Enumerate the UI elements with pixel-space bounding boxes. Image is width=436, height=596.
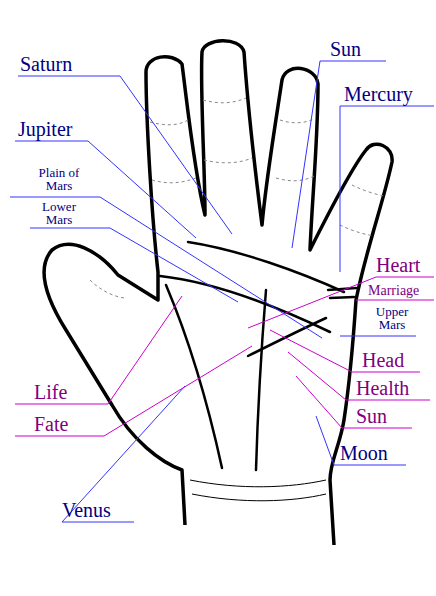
line-leaders bbox=[15, 277, 434, 436]
part-label: Lower Mars bbox=[30, 200, 88, 226]
part-label: Heart bbox=[376, 255, 420, 275]
wrist-lines bbox=[190, 480, 326, 501]
palm-lines bbox=[160, 242, 356, 470]
part-label: Fate bbox=[34, 414, 68, 434]
part-label: Plain of Mars bbox=[30, 166, 88, 192]
part-label: Marriage bbox=[368, 284, 419, 298]
part-label: Venus bbox=[62, 500, 111, 520]
part-label: Head bbox=[362, 350, 404, 370]
part-label: Jupiter bbox=[18, 119, 72, 139]
part-label: Sun bbox=[330, 39, 361, 59]
part-label: Upper Mars bbox=[366, 305, 418, 331]
part-label: Moon bbox=[340, 443, 388, 463]
part-label: Sun bbox=[356, 406, 387, 426]
part-label: Mercury bbox=[344, 84, 413, 104]
part-label: Saturn bbox=[20, 54, 72, 74]
part-label: Life bbox=[34, 382, 67, 402]
mount-leaders bbox=[10, 61, 434, 522]
part-label: Health bbox=[356, 378, 409, 398]
